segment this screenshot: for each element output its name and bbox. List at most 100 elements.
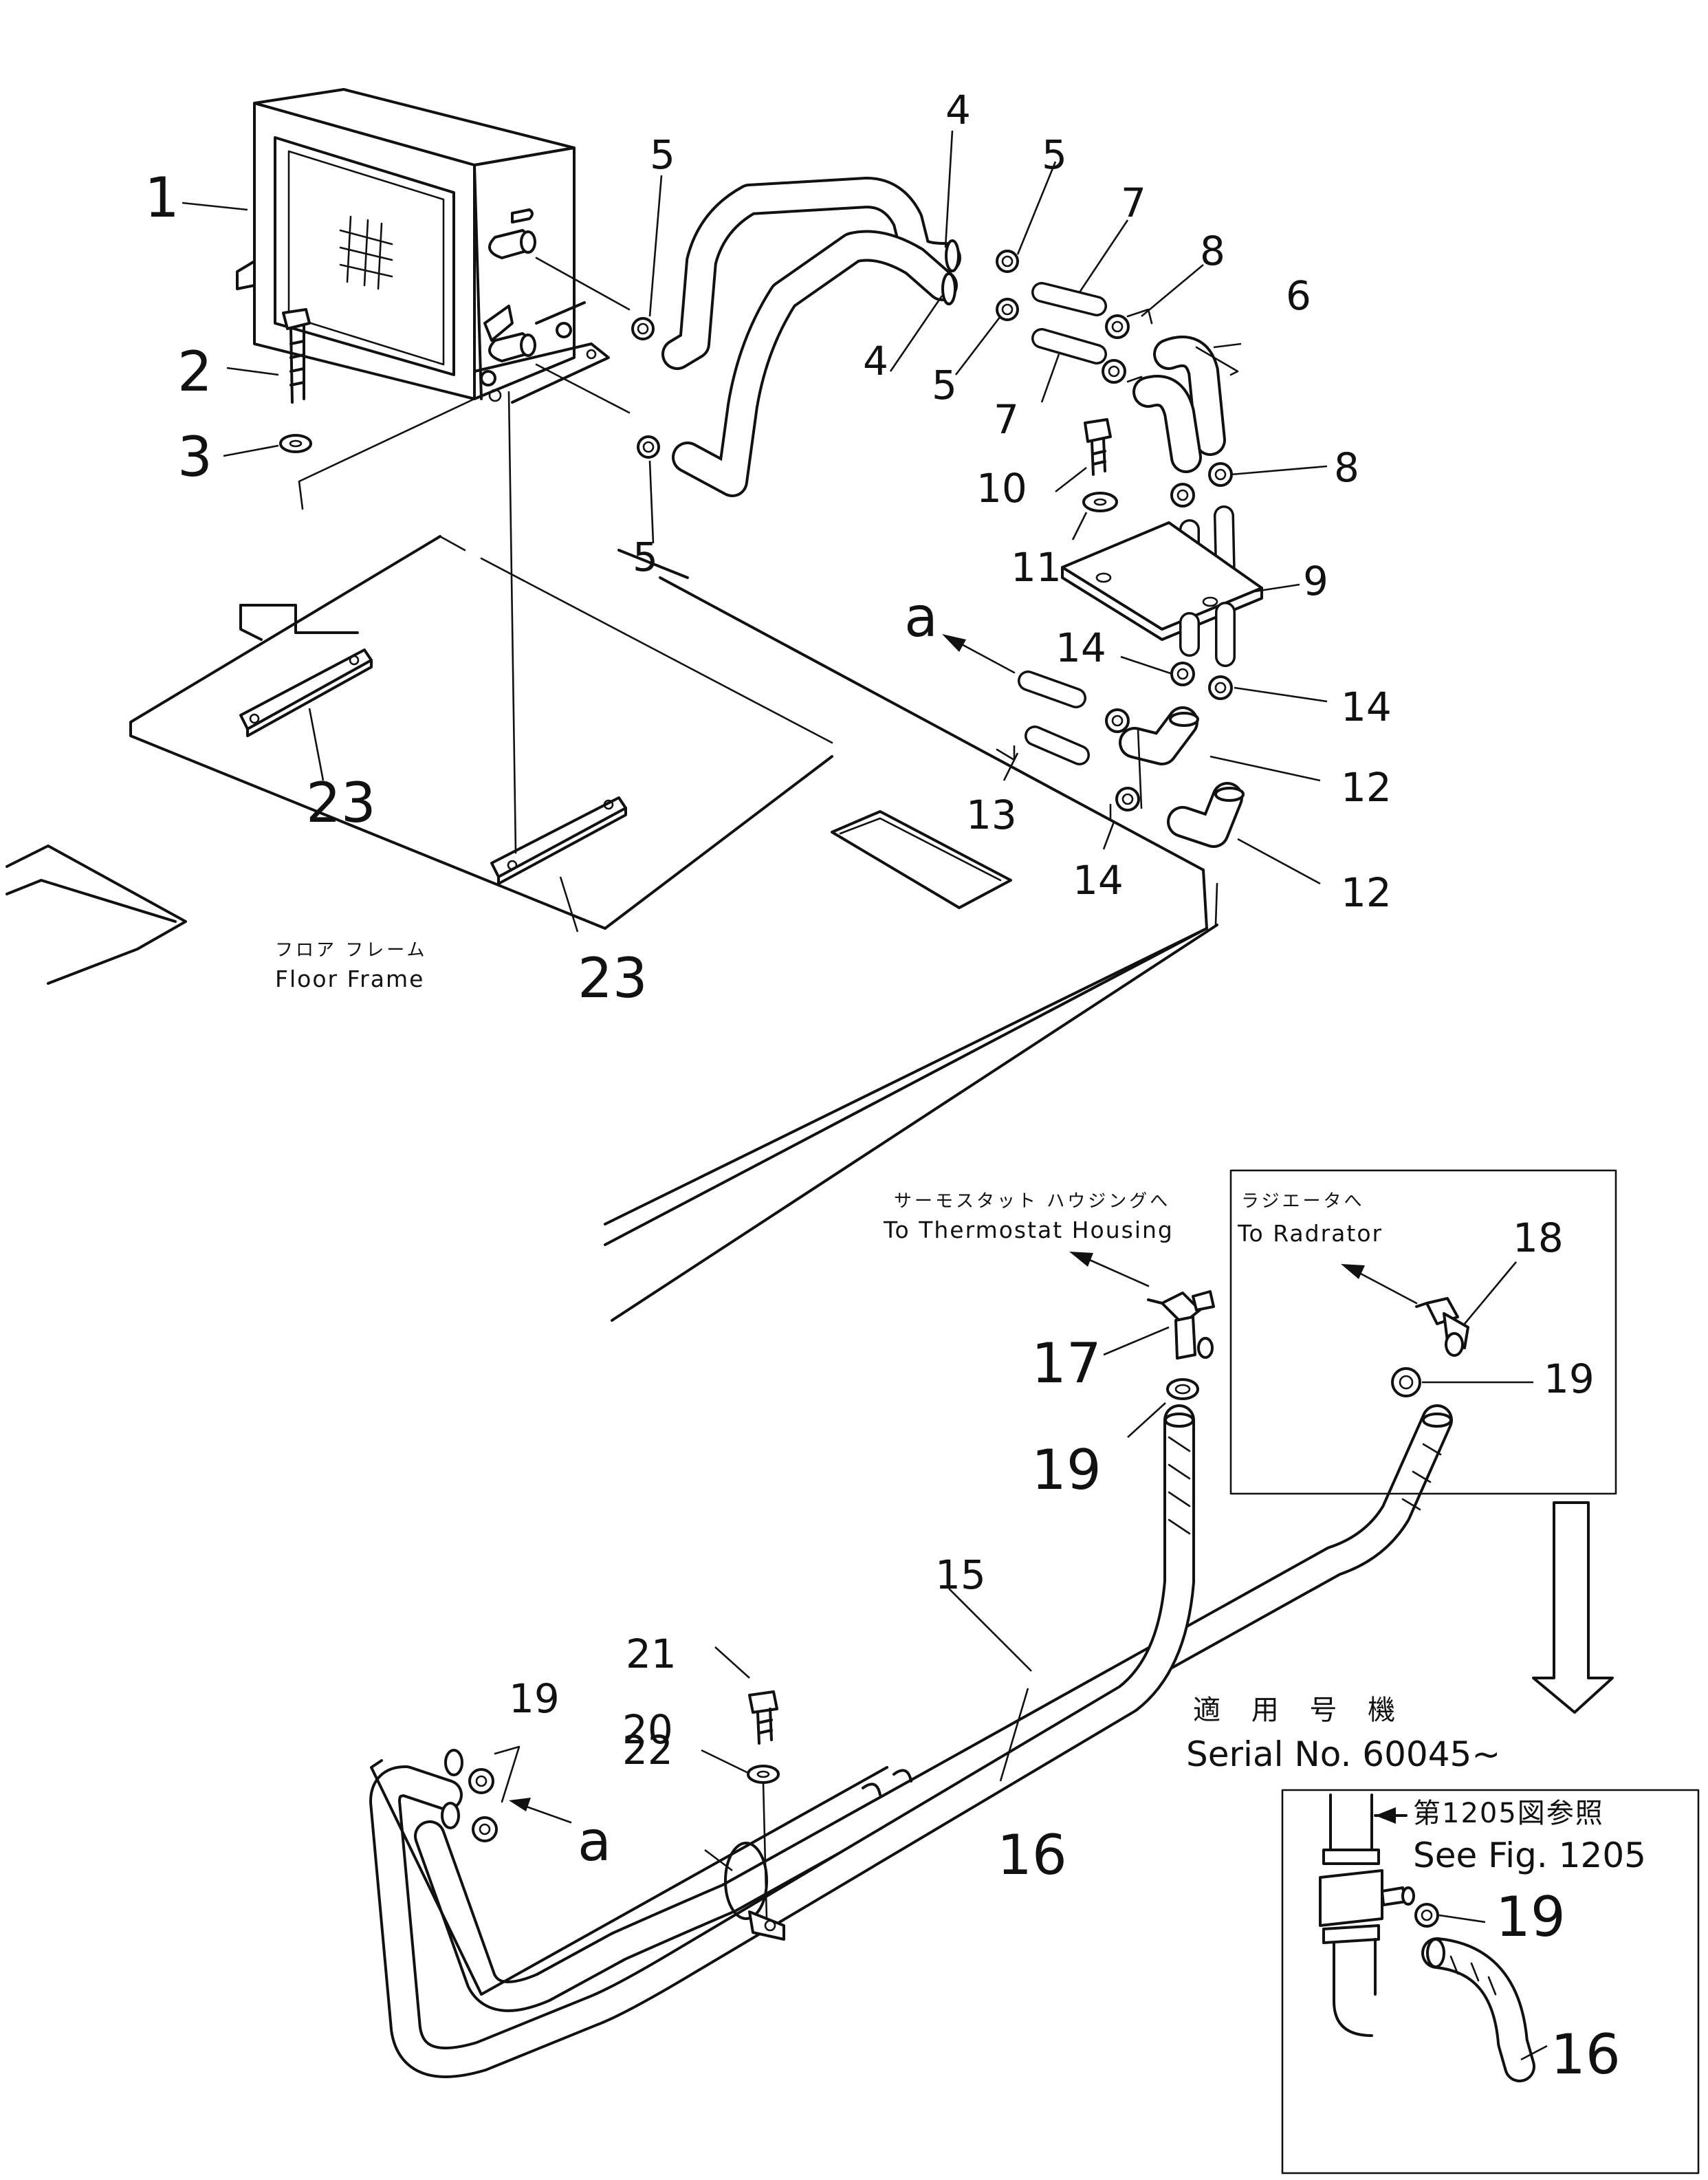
- callout-numbers: 1 2 3 4 4 5 5 5 5 6 7 7 8 8 9 10 11 12 1…: [144, 87, 1621, 2086]
- see-fig-en-label: See Fig. 1205: [1413, 1835, 1646, 1875]
- hose-15: [369, 1404, 1195, 2078]
- arrow-thermostat-head: [1069, 1252, 1093, 1267]
- callout-5-left-lower: 5: [633, 534, 658, 580]
- thermostat-jp-label: サーモスタット ハウジングへ: [894, 1191, 1170, 1212]
- hose-clamp-19-radiator: [1391, 1367, 1421, 1397]
- washer-3: [279, 434, 312, 453]
- bolt-guide-line: [762, 1781, 768, 1920]
- callout-13: 13: [966, 792, 1017, 838]
- floor-frame-en-label: Floor Frame: [275, 966, 424, 992]
- valve-18: [1415, 1297, 1469, 1357]
- callout-4-lower: 4: [863, 338, 888, 384]
- callout-16: 16: [997, 1823, 1067, 1887]
- hose-clamp-8-lower: [1170, 462, 1233, 508]
- hose-clamp-19-left: [468, 1745, 521, 1842]
- see-fig-jp-label: 第1205図参照: [1413, 1798, 1604, 1829]
- thermostat-en-label: To Thermostat Housing: [883, 1217, 1174, 1243]
- callout-8-upper: 8: [1200, 228, 1225, 274]
- arrow-a-lower: [521, 1804, 572, 1824]
- washer-11-hole: [1093, 498, 1107, 506]
- callout-9: 9: [1303, 558, 1328, 604]
- callout-16-inset: 16: [1551, 2023, 1621, 2086]
- callout-10: 10: [976, 465, 1027, 512]
- arrow-radiator: [1357, 1271, 1418, 1305]
- hose-clamp-19-radiator-inner: [1399, 1375, 1414, 1390]
- mounting-bar-left: [239, 648, 373, 737]
- hose-end-left-2: [441, 1802, 460, 1829]
- washer-3-hole: [289, 439, 303, 448]
- hose-16-end: [1422, 1413, 1452, 1428]
- callout-7-upper: 7: [1121, 179, 1146, 226]
- radiator-inset-box: [1229, 1169, 1617, 1495]
- pipe-7: [1031, 282, 1107, 364]
- floor-frame: [6, 391, 1218, 1322]
- callout-18: 18: [1513, 1214, 1564, 1261]
- hose-15-end: [1164, 1413, 1194, 1428]
- radiator-en-label: To Radrator: [1237, 1220, 1383, 1247]
- callout-a-lower: a: [578, 1809, 611, 1873]
- pipe-13: [996, 671, 1090, 765]
- callout-3: 3: [177, 425, 212, 489]
- arrow-a-upper-head: [942, 634, 966, 652]
- hose-clamp-14-lower: [1105, 708, 1143, 820]
- callout-6: 6: [1286, 272, 1311, 319]
- callout-19-radiator: 19: [1544, 1355, 1595, 1402]
- callout-2: 2: [177, 340, 212, 404]
- hose-clamp-14-upper: [1170, 662, 1233, 700]
- washer-11: [1082, 492, 1118, 512]
- arrow-thermostat: [1085, 1257, 1150, 1287]
- pipe-bracket-9: [1061, 505, 1263, 667]
- hose-break: [862, 1769, 912, 1796]
- serial-en-label: Serial No. 60045~: [1186, 1734, 1500, 1774]
- serial-down-arrow: [1532, 1501, 1614, 1714]
- callout-5-left-upper: 5: [650, 131, 675, 178]
- hose-loop-outline: [370, 1759, 888, 1996]
- hose-clamp-5: [631, 250, 1019, 459]
- callout-19-inset: 19: [1496, 1885, 1566, 1949]
- hose-clamp-19-valve: [1166, 1378, 1199, 1400]
- pipe-clamp-20: [724, 1842, 785, 1941]
- bolt-2: [282, 308, 311, 404]
- callout-17: 17: [1031, 1331, 1102, 1395]
- callout-4-upper: 4: [945, 87, 971, 133]
- callout-7-lower: 7: [994, 396, 1019, 443]
- callout-21: 21: [626, 1631, 677, 1677]
- arrow-a-lower-head: [509, 1798, 531, 1811]
- callout-20: 20: [622, 1706, 673, 1753]
- mounting-bar-right: [490, 796, 627, 885]
- callout-1: 1: [144, 166, 179, 230]
- serial-jp-label: 適 用 号 機: [1193, 1694, 1406, 1726]
- text-labels: フロア フレーム Floor Frame サーモスタット ハウジングへ To T…: [275, 940, 1646, 1875]
- callout-12-upper: 12: [1341, 764, 1392, 811]
- callout-14-lower: 14: [1073, 857, 1124, 904]
- hose-texture: [1168, 1436, 1442, 1535]
- callout-5-right-upper: 5: [1042, 131, 1067, 178]
- callout-11: 11: [1011, 544, 1062, 591]
- elbow-hose-12: [1119, 706, 1245, 848]
- leader-lines: [182, 130, 1548, 2061]
- bolt-21: [748, 1690, 778, 1745]
- serial-inset-detail: [1319, 1794, 1535, 2082]
- radiator-jp-label: ラジエータへ: [1241, 1191, 1364, 1212]
- washer-22: [747, 1765, 780, 1784]
- callout-22: 22: [622, 1727, 673, 1774]
- callout-a-upper: a: [904, 585, 938, 649]
- callout-15: 15: [935, 1551, 986, 1598]
- callout-5-right-lower: 5: [932, 362, 957, 408]
- arrow-radiator-head: [1341, 1264, 1365, 1279]
- callout-23-left: 23: [306, 771, 376, 835]
- arrow-a-upper: [958, 642, 1016, 674]
- bolt-10: [1084, 418, 1112, 476]
- hose-clamp-8-upper: [1102, 308, 1153, 384]
- callout-19-left: 19: [509, 1675, 560, 1722]
- valve-17: [1147, 1290, 1215, 1360]
- hose-end-left-1: [444, 1749, 463, 1776]
- callout-14-upper: 14: [1055, 624, 1106, 671]
- washer-22-hole: [756, 1770, 770, 1778]
- hose-4-lower: [672, 230, 958, 497]
- callout-23-right: 23: [578, 946, 648, 1010]
- elbow-hose-6: [1132, 336, 1239, 473]
- heater-unit: [236, 88, 610, 404]
- hose-16: [414, 1404, 1453, 2012]
